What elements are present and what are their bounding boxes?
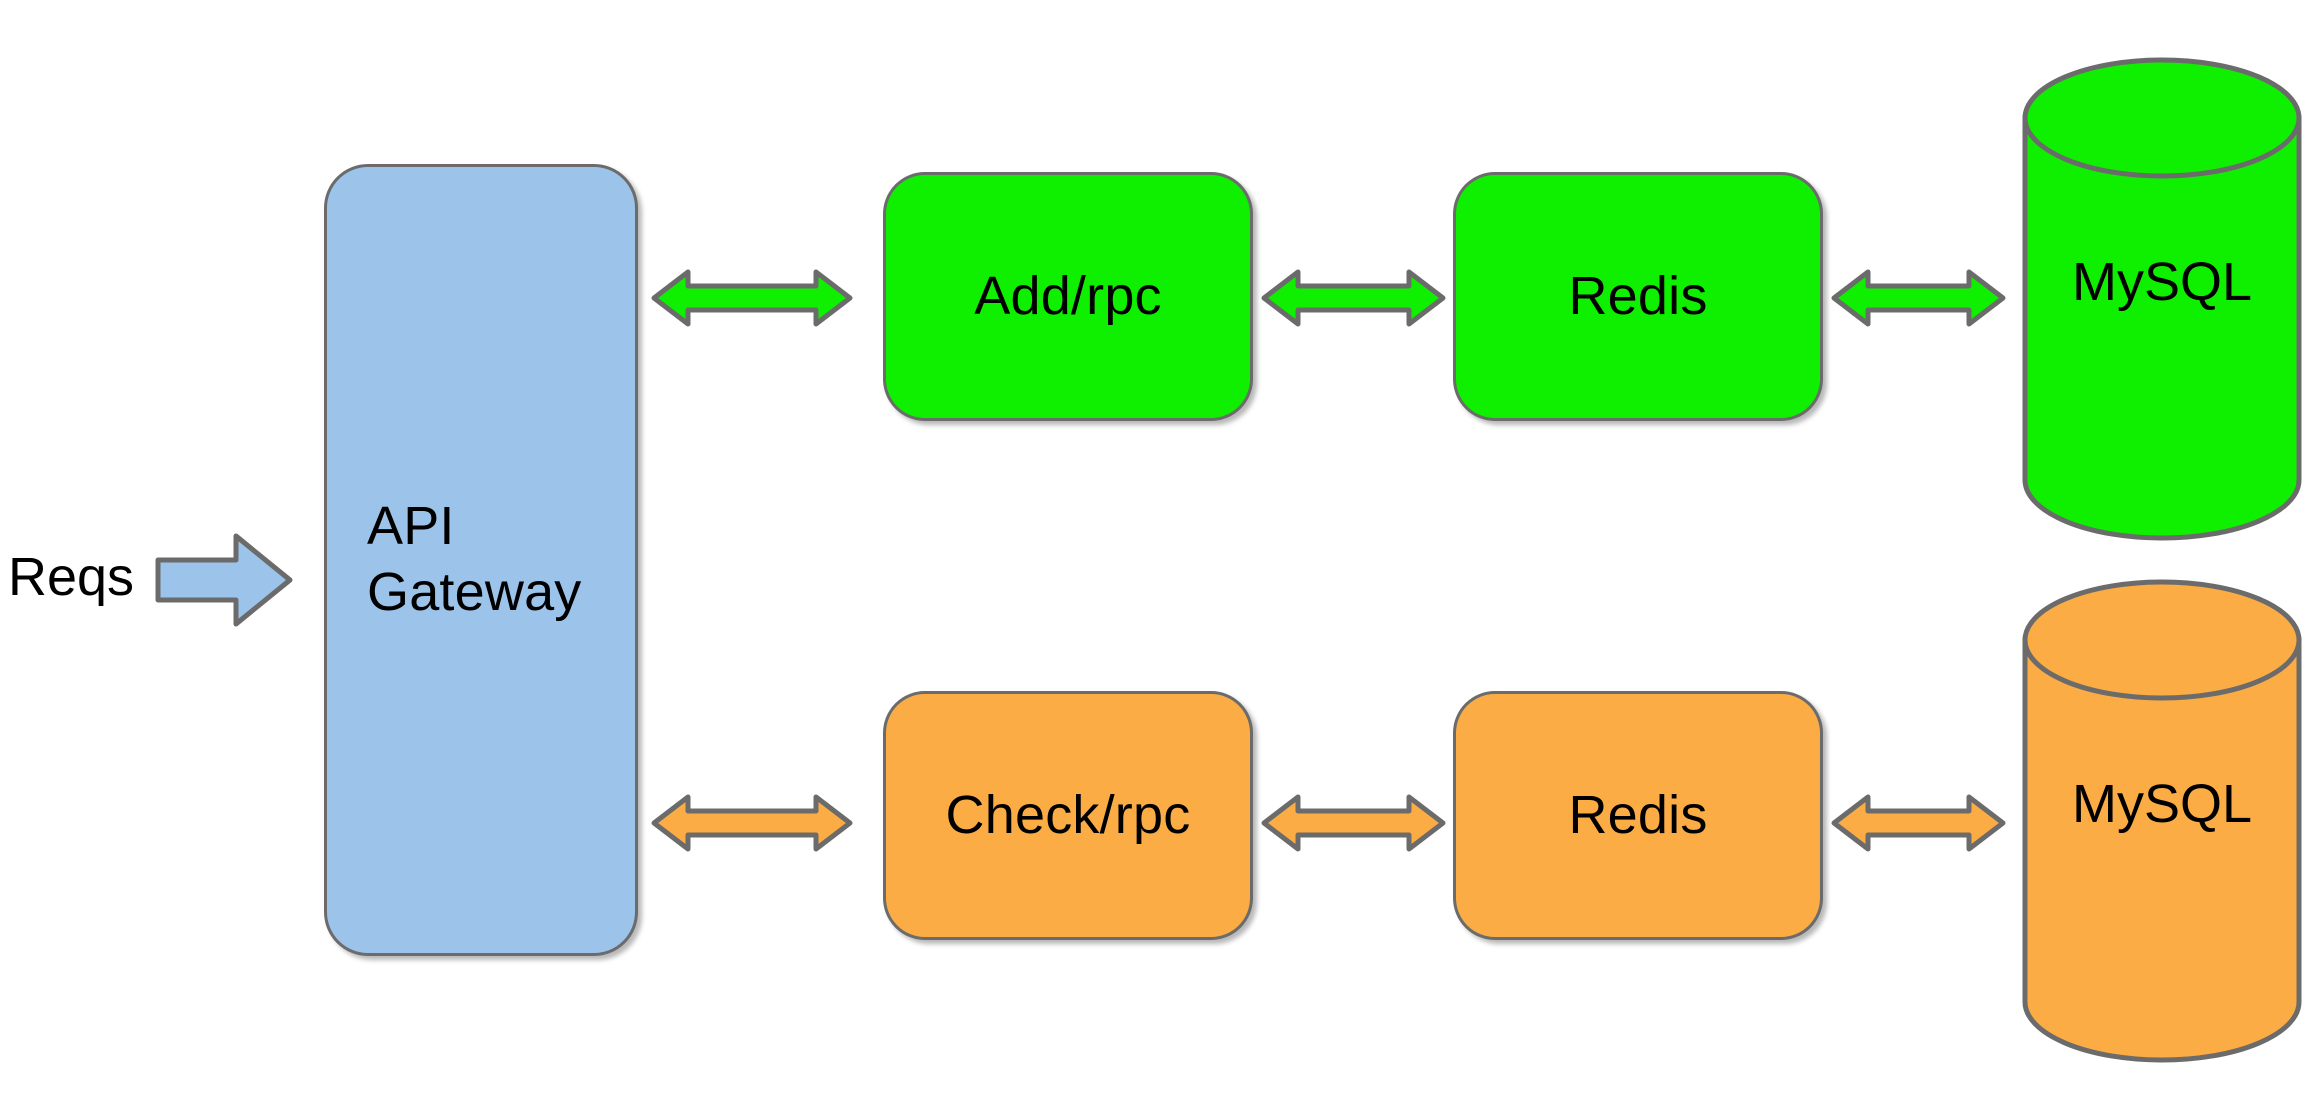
api-gateway-node[interactable]: API Gateway bbox=[324, 164, 638, 956]
check-rpc-node[interactable]: Check/rpc bbox=[883, 691, 1253, 940]
mysql-bottom-node[interactable]: MySQL bbox=[2022, 578, 2302, 1064]
add-rpc-node[interactable]: Add/rpc bbox=[883, 172, 1253, 421]
redis-bottom-node[interactable]: Redis bbox=[1453, 691, 1823, 940]
connector-redis-mysql-bottom bbox=[1831, 793, 2006, 853]
connector-gateway-check-rpc bbox=[651, 793, 853, 853]
connector-check-rpc-redis bbox=[1261, 793, 1446, 853]
redis-top-label: Redis bbox=[1568, 265, 1708, 326]
mysql-top-node[interactable]: MySQL bbox=[2022, 56, 2302, 542]
reqs-label: Reqs bbox=[8, 547, 135, 607]
redis-top-node[interactable]: Redis bbox=[1453, 172, 1823, 421]
connector-redis-mysql-top bbox=[1831, 268, 2006, 328]
redis-bottom-label: Redis bbox=[1568, 784, 1708, 845]
reqs-inbound-arrow-icon bbox=[154, 528, 294, 632]
add-rpc-label: Add/rpc bbox=[974, 265, 1162, 326]
connector-gateway-add-rpc bbox=[651, 268, 853, 328]
api-gateway-label: API Gateway bbox=[367, 496, 582, 622]
connector-add-rpc-redis bbox=[1261, 268, 1446, 328]
check-rpc-label: Check/rpc bbox=[945, 784, 1191, 845]
